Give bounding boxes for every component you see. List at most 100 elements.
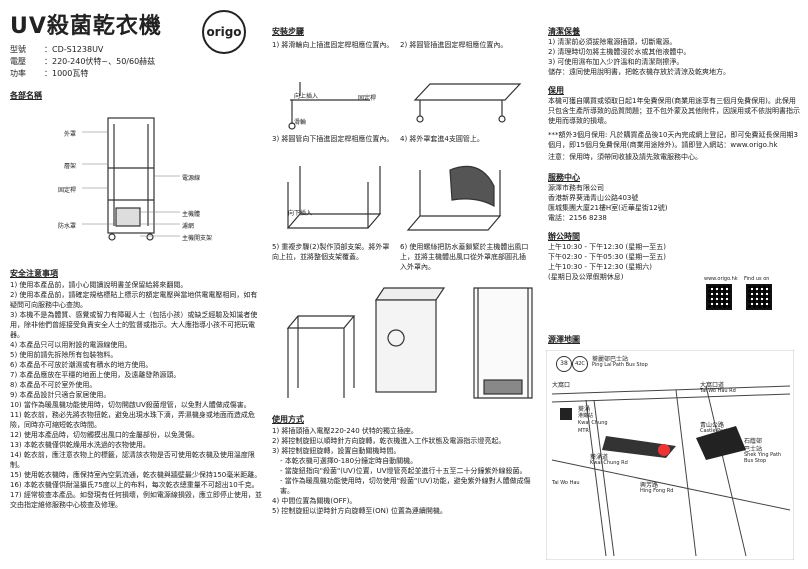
diagram-label-insert-down: 向下插入 <box>288 210 313 217</box>
map-label-shek-ying-zh: 石蔭邨 <box>744 438 763 445</box>
safety-item: 5) 使用前請先拆除所有包裝物料。 <box>10 351 118 359</box>
usage-item: 5) 控制旋鈕以逆時針方向旋轉至(ON) 位置為連續開機。 <box>272 507 447 515</box>
service-line: 電話：2156 8238 <box>548 214 607 222</box>
right-column: 清潔保養 1) 清潔前必須拔除電源插頭，切斷電源。 2) 清理時切勿將主機體浸於… <box>548 26 800 282</box>
qr-code-facebook <box>746 284 772 310</box>
warranty-text: 本機可獲自購買或領取日起1年免費保用(商業用途享有三個月免費保用)。此保用只包含… <box>548 97 800 125</box>
service-line: 香港新界葵涌青山公路403號 <box>548 194 639 202</box>
part-label-waterproof: 防水罩 <box>58 223 77 230</box>
part-label-shelf: 層架 <box>64 163 77 170</box>
usage-heading: 使用方式 <box>272 415 304 424</box>
service-line: 匯城集團大廈21樓H室(近華星街12號) <box>548 204 668 212</box>
spec-value: ：220-240伏特~、50/60赫茲 <box>44 57 156 66</box>
spec-key: 電壓 <box>10 57 26 66</box>
safety-item: 6) 本產品不可放於潮濕或有積水的地方使用。 <box>10 361 153 369</box>
safety-item: 3) 本機不是為體質、感覺或智力有障礙人士（包括小孩）或缺乏經驗及知識者使用，除… <box>10 311 258 339</box>
map-heading: 源澤地圖 <box>548 335 580 344</box>
map-label-ping-lai-stop-zh: 葵麗邨巴士站 <box>592 356 629 363</box>
part-label-body: 主機體 <box>182 211 201 218</box>
install-step-5: 5) 重複步驟(2)製作頂部支架。將外罩向上拉，並將整個支架覆蓋。 <box>272 243 390 261</box>
qr-label-facebook: Find us on <box>744 276 770 282</box>
map-label-castle-peak-zh: 青山公路 <box>700 422 725 429</box>
map-label-bus-stop-zh: 巴士站 <box>744 446 763 453</box>
usage-list: 1) 將插頭插入電壓220-240 伏特的獨立插座。 2) 將控制旋鈕以順時針方… <box>272 426 534 516</box>
install-step-2: 2) 將圓管插進固定桿相應位置內。 <box>400 41 508 49</box>
install-heading: 安裝步驟 <box>272 27 304 36</box>
safety-item: 1) 使用本產品前，請小心閱讀說明書並保留給將來翻閱。 <box>10 281 188 289</box>
safety-item: 7) 本產品應放在平穩的地面上使用，及遠離發熱源頭。 <box>10 371 181 379</box>
bus-route-42c-badge: 42C <box>572 356 588 372</box>
hours-line: (星期日及公眾假期休息) <box>548 273 624 281</box>
part-label-cover: 外罩 <box>64 131 77 138</box>
safety-item: 16) 本乾衣機僅供耐溫攝氏75度以上的布料，每次乾衣總重量不可超出10千克。 <box>10 481 259 489</box>
safety-item: 9) 本產品設計只適合家居使用。 <box>10 391 111 399</box>
service-line: 源澤市務有限公司 <box>548 184 604 192</box>
spec-value: ：1000瓦特 <box>44 69 89 78</box>
diagram-label-wheel: 滑輪 <box>294 119 307 126</box>
usage-item: - 本乾衣機可選擇0-180分鐘定時自動關機。 <box>280 457 418 465</box>
part-label-stand: 主機開支架 <box>182 235 213 242</box>
map-label-castle-peak-en: Castle Peak Rd <box>700 428 738 434</box>
cleaning-item: 3) 可使用濕布加入少許溫和的清潔劑擦淨。 <box>548 58 684 66</box>
safety-item: 13) 本乾衣機僅供乾燥用水洗過的衣物使用。 <box>10 441 150 449</box>
safety-item: 15) 使用乾衣機時，應保持室內空氣流通，乾衣機與牆壁最少保持150毫米距離。 <box>10 471 262 479</box>
install-step-1: 1) 將滑輪向上插進固定桿相應位置內。 <box>272 41 394 49</box>
cleaning-item: 1) 清潔前必須拔除電源插頭，切斷電源。 <box>548 38 677 46</box>
hours-heading: 辦公時間 <box>548 232 580 241</box>
install-step-3: 3) 將圓管向下插進固定桿相應位置內。 <box>272 135 394 143</box>
part-label-filter: 濾網 <box>182 223 195 230</box>
qr-code-website <box>706 284 732 310</box>
safety-item: 14) 乾衣前，應注意衣物上的標籤，認清該衣物是否可使用乾衣機及使用溫度限制。 <box>10 451 255 469</box>
usage-item: 4) 中間位置為關機(OFF)。 <box>272 497 357 505</box>
install-step-4: 4) 將外罩套進4支圓管上。 <box>400 135 484 143</box>
spec-model: 型號：CD-S1238UV <box>10 44 103 55</box>
map-label-tai-wo-hau-en: Tai Wo Hau <box>552 480 580 486</box>
map-label-kwai-chung-rd-en: Kwai Chung Rd <box>590 460 628 466</box>
map-label-hing-fong-zh: 興芳路 <box>640 482 659 489</box>
map-label-mtr-en: MTR <box>578 428 589 434</box>
usage-item: 2) 將控制旋鈕以順時針方向旋轉，乾衣機進入工作狀態及電源指示燈亮起。 <box>272 437 506 445</box>
warranty-note: 注意：保用時，須帶同收據及請先致電服務中心。 <box>548 153 702 161</box>
install-diagram-1-2 <box>288 82 522 130</box>
origo-logo: origo <box>202 10 246 54</box>
safety-item: 12) 使用本產品時，切勿觸摸出風口的金屬部份，以免燙傷。 <box>10 431 199 439</box>
part-label-cord: 電源線 <box>182 175 201 182</box>
map-label-kwai-chung-en: Kwai Chung <box>578 420 608 426</box>
map-label-shek-ying-en: Shek Ying Path Bus Stop <box>744 452 782 464</box>
location-map <box>546 350 794 560</box>
bus-route-38-badge: 38 <box>556 356 572 372</box>
spec-key: 功率 <box>10 69 26 78</box>
usage-item: 3) 將控制旋鈕旋轉，設置自動關機時間。 <box>272 447 401 455</box>
warranty-heading: 保用 <box>548 86 564 95</box>
spec-voltage: 電壓 ：220-240伏特~、50/60赫茲 <box>10 56 155 67</box>
diagram-label-rod: 固定桿 <box>358 95 377 102</box>
safety-item: 2) 使用本產品前，請確定規格標貼上標示的額定電壓與當地供電電壓相同，如有疑問可… <box>10 291 258 309</box>
install-diagram-3-4 <box>286 165 502 231</box>
safety-item: 8) 本產品不可於室外使用。 <box>10 381 97 389</box>
map-label-hing-fong-en: Hing Fong Rd <box>640 488 674 494</box>
warranty-extra: ***額外3個月保用: 凡於購買產品後10天內完成網上登記，即可免費延長保用期3… <box>548 131 798 149</box>
usage-item: - 當旋鈕指向"殺菌"(UV)位置，UV燈管亮起並進行十五至二十分鐘紫外線殺菌。 <box>280 467 527 475</box>
spec-value: ：CD-S1238UV <box>44 45 104 54</box>
safety-heading: 安全注意事項 <box>10 269 58 278</box>
hours-line: 下午02:30 - 下午05:30 (星期一至五) <box>548 253 667 261</box>
cleaning-item: 2) 清理時切勿將主機體浸於水或其他液體中。 <box>548 48 691 56</box>
cleaning-heading: 清潔保養 <box>548 27 580 36</box>
diagram-label-insert-up: 向上插入 <box>294 93 319 100</box>
map-label-kwai-chung-rd-zh: 葵涌道 <box>590 454 609 461</box>
map-label-kwai-chung-zh: 葵涌 <box>578 406 591 413</box>
safety-item: 10) 當作為暖風機功能使用時，切勿開啟UV殺菌燈管，以免對人體做成傷害。 <box>10 401 251 409</box>
safety-list: 1) 使用本產品前，請小心閱讀說明書並保留給將來翻閱。 2) 使用本產品前，請確… <box>10 280 262 510</box>
safety-item: 4) 本產品只可以用附設的電源線使用。 <box>10 341 132 349</box>
map-label-tai-wo-hau-rd-zh: 大窩口道 <box>700 382 725 389</box>
map-label-tai-wo-hau-zh: 大窩口 <box>552 382 571 389</box>
map-label-tai-wo-hau-rd-en: Tai Wo Hau Rd <box>700 388 736 394</box>
install-diagram-5-6 <box>286 287 533 399</box>
usage-item: 1) 將插頭插入電壓220-240 伏特的獨立插座。 <box>272 427 418 435</box>
safety-item: 17) 經常檢查本產品。如發現有任何損壞，例如電源線損毀，應立即停止使用，並交由… <box>10 491 262 509</box>
hours-line: 上午10:30 - 下午12:30 (星期六) <box>548 263 653 271</box>
install-step-6: 6) 使用螺絲把防水蓋鎖緊於主機體出風口上，並將主機體出風口從外罩底部圓孔插入外… <box>400 243 529 271</box>
safety-item: 11) 乾衣前，務必先將衣物扭乾，避免出現水珠下滴，弄濕機身或地面而造成危險，同… <box>10 411 255 429</box>
map-label-mtr-station-zh: 港鐵站 <box>578 413 594 419</box>
parts-diagram <box>82 117 180 241</box>
